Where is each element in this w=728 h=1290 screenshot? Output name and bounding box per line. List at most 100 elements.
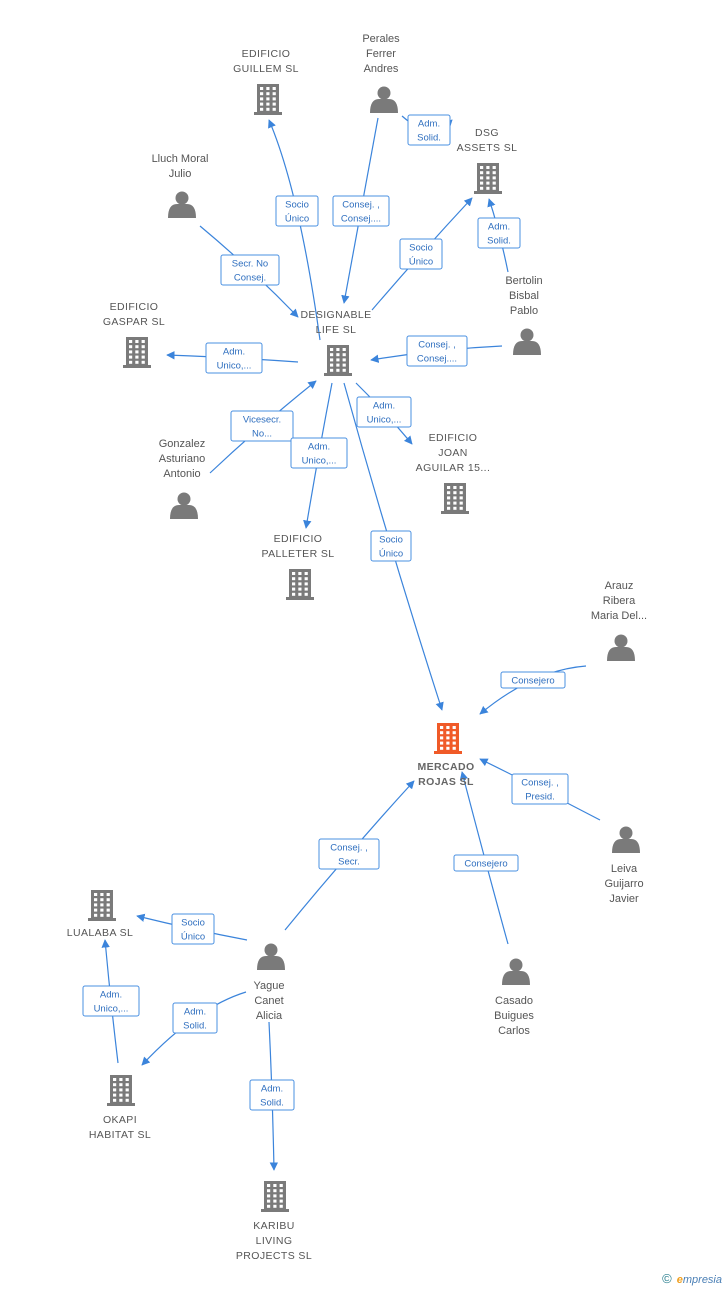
- company-name-label[interactable]: EDIFICIO: [110, 301, 159, 313]
- person-name-label[interactable]: Julio: [169, 168, 192, 180]
- edge-label-box[interactable]: Adm.Unico,...: [82, 985, 140, 1017]
- person-name-label[interactable]: Andres: [364, 63, 399, 75]
- company-name-label[interactable]: EDIFICIO: [242, 48, 291, 60]
- edge-label-text: Adm.: [184, 1007, 206, 1018]
- edge-label-text: Consej. ,: [342, 200, 380, 211]
- edge-label-box[interactable]: Consej. ,Consej....: [332, 195, 390, 227]
- edge-label-box[interactable]: Adm.Solid.: [249, 1079, 295, 1111]
- company-building-icon[interactable]: [286, 569, 314, 600]
- person-icon[interactable]: [612, 826, 640, 854]
- edge-label-frame: [407, 114, 451, 146]
- person-name-label[interactable]: Yague: [254, 980, 285, 992]
- company-name-label[interactable]: LUALABA SL: [67, 927, 133, 939]
- focus-company-building-icon[interactable]: [434, 723, 462, 754]
- company-name-label[interactable]: PALLETER SL: [261, 548, 334, 560]
- company-building-icon[interactable]: [123, 337, 151, 368]
- person-name-label[interactable]: Bisbal: [509, 290, 539, 302]
- edge-label-box[interactable]: Adm. Solid.: [172, 1002, 218, 1034]
- edge-label-box[interactable]: Adm.Solid.: [477, 217, 521, 249]
- company-name-label[interactable]: PROJECTS SL: [236, 1250, 312, 1262]
- company-name-label[interactable]: MERCADO: [417, 761, 474, 773]
- company-name-label[interactable]: LIFE SL: [316, 324, 357, 336]
- company-building-icon[interactable]: [88, 890, 116, 921]
- person-name-label[interactable]: Alicia: [256, 1010, 283, 1022]
- company-name-label[interactable]: OKAPI: [103, 1114, 137, 1126]
- person-name-label[interactable]: Arauz: [605, 580, 634, 592]
- edge-label-box[interactable]: Adm.Unico,...: [205, 342, 263, 374]
- edge-label-text: Único: [285, 214, 309, 225]
- person-name-label[interactable]: Asturiano: [159, 453, 205, 465]
- edge-label-box[interactable]: Adm.Unico,...: [290, 437, 348, 469]
- person-icon[interactable]: [170, 492, 198, 520]
- company-building-icon[interactable]: [261, 1181, 289, 1212]
- edge-label-frame: [453, 854, 519, 872]
- person-name-label[interactable]: Carlos: [498, 1025, 530, 1037]
- edge-label-text: Secr. No: [232, 259, 268, 270]
- edge-label-box[interactable]: Consejero: [453, 854, 519, 872]
- person-name-label[interactable]: Buigues: [494, 1010, 534, 1022]
- edge-label-text: Adm.: [373, 401, 395, 412]
- person-name-label[interactable]: Lluch Moral: [152, 153, 209, 165]
- person-icon[interactable]: [168, 191, 196, 219]
- company-name-label[interactable]: AGUILAR 15...: [416, 462, 491, 474]
- person-name-label[interactable]: Bertolin: [505, 275, 542, 287]
- edge-label-text: Solid.: [260, 1098, 284, 1109]
- company-name-label[interactable]: ASSETS SL: [457, 142, 518, 154]
- person-name-label[interactable]: Gonzalez: [159, 438, 205, 450]
- company-name-label[interactable]: DESIGNABLE: [300, 309, 371, 321]
- person-name-label[interactable]: Javier: [609, 893, 639, 905]
- company-building-icon[interactable]: [441, 483, 469, 514]
- company-name-label[interactable]: LIVING: [256, 1235, 293, 1247]
- edge-label-box[interactable]: Consej. ,Consej....: [406, 335, 468, 367]
- edge-label-text: Presid.: [525, 792, 555, 803]
- edge-label-box[interactable]: Vicesecr.No...: [230, 410, 294, 442]
- person-icon[interactable]: [513, 328, 541, 356]
- company-name-label[interactable]: EDIFICIO: [274, 533, 323, 545]
- person-icon[interactable]: [370, 86, 398, 114]
- edge-label-text: Consej. ,: [330, 843, 368, 854]
- edge-label-frame: [172, 1002, 218, 1034]
- company-name-label[interactable]: JOAN: [438, 447, 468, 459]
- edge-label-box[interactable]: Adm.Unico,...: [356, 396, 412, 428]
- person-icon[interactable]: [607, 634, 635, 662]
- company-name-label[interactable]: GASPAR SL: [103, 316, 165, 328]
- person-name-label[interactable]: Ferrer: [366, 48, 396, 60]
- edge-label-box[interactable]: Consejero: [500, 671, 566, 689]
- person-name-label[interactable]: Ribera: [603, 595, 636, 607]
- edge-label-frame: [477, 217, 521, 249]
- company-building-icon[interactable]: [474, 163, 502, 194]
- person-name-label[interactable]: Canet: [254, 995, 283, 1007]
- edge-label-box[interactable]: Consej. ,Presid.: [511, 773, 569, 805]
- company-building-icon[interactable]: [254, 84, 282, 115]
- person-name-label[interactable]: Maria Del...: [591, 610, 647, 622]
- company-name-label[interactable]: EDIFICIO: [429, 432, 478, 444]
- person-icon[interactable]: [257, 943, 285, 971]
- company-building-icon[interactable]: [107, 1075, 135, 1106]
- edge-label-text: Solid.: [183, 1021, 207, 1032]
- company-building-icon[interactable]: [324, 345, 352, 376]
- company-name-label[interactable]: DSG: [475, 127, 499, 139]
- brand-logo-text: mpresia: [682, 1274, 722, 1286]
- person-name-label[interactable]: Pablo: [510, 305, 538, 317]
- edge-label-text: Socio: [409, 243, 433, 254]
- company-name-label[interactable]: GUILLEM SL: [233, 63, 299, 75]
- edge-label-box[interactable]: Adm.Solid.: [407, 114, 451, 146]
- edge-label-box[interactable]: Consej. ,Secr.: [318, 838, 380, 870]
- person-name-label[interactable]: Guijarro: [604, 878, 643, 890]
- person-name-label[interactable]: Casado: [495, 995, 533, 1007]
- edge-label-frame: [290, 437, 348, 469]
- person-name-label[interactable]: Leiva: [611, 863, 638, 875]
- person-name-label[interactable]: Antonio: [163, 468, 200, 480]
- person-name-label[interactable]: Perales: [362, 33, 400, 45]
- company-name-label[interactable]: ROJAS SL: [418, 776, 474, 788]
- person-icon[interactable]: [502, 958, 530, 986]
- company-name-label[interactable]: KARIBU: [253, 1220, 295, 1232]
- company-name-label[interactable]: HABITAT SL: [89, 1129, 151, 1141]
- edge-label-frame: [205, 342, 263, 374]
